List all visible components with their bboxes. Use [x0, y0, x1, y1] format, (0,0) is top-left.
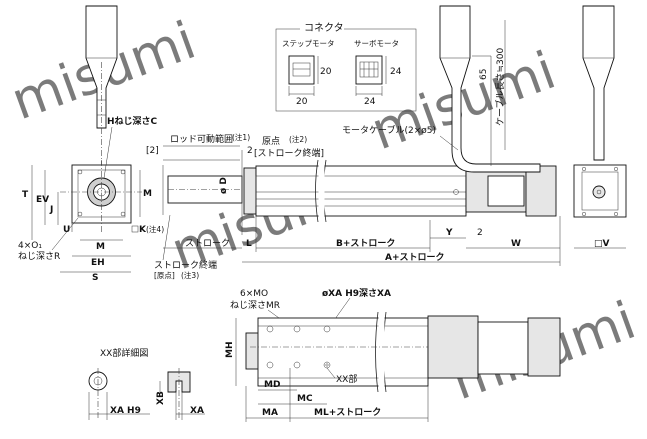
side-stroke-end: [ストローク終端] — [254, 147, 324, 159]
detail-hole-section — [167, 371, 191, 393]
front-dim-eh: EH — [91, 258, 105, 268]
side-origin: 原点 — [262, 136, 280, 147]
connector-frame — [275, 28, 417, 112]
bottom-dim-mc: MC — [297, 394, 313, 404]
bottom-dim-ml-stroke: ML+ストローク — [314, 407, 381, 418]
side-motor-cover — [525, 165, 557, 217]
side-origin-note: (注2) — [289, 134, 307, 144]
side-dim-b-stroke: B+ストローク — [336, 238, 395, 249]
rear-cable — [582, 5, 615, 161]
side-motor-cable-label: モータケーブル(2×ø5) — [342, 124, 436, 136]
front-dim-k-note: (注4) — [146, 224, 164, 234]
connector-panel: コネクタ ステップモータ サーボモータ 20 20 24 24 — [275, 22, 417, 112]
connector-stepper-label: ステップモータ — [282, 39, 335, 48]
side-origin2: [原点] — [154, 271, 175, 280]
bottom-xa: øXA H9深さXA — [322, 287, 391, 299]
side-stroke-end2: ストローク終端 — [154, 259, 217, 271]
bottom-dim-md: MD — [264, 380, 280, 390]
side-dim-w: W — [511, 239, 521, 249]
detail-xb: XB — [156, 391, 166, 405]
side-dim-stroke: ストローク — [185, 238, 230, 249]
servo-width: 24 — [364, 97, 376, 107]
side-body — [255, 165, 467, 217]
front-dim-m-right: M — [143, 189, 152, 199]
side-dim-l: L — [246, 239, 252, 249]
front-dim-j: J — [49, 205, 53, 215]
stepper-height: 20 — [320, 67, 332, 77]
detail-xa: XA — [190, 406, 204, 416]
side-view: ロッド可動範囲 (注1) [2] 2 原点 (注2) [ストローク終端] ø D — [146, 5, 561, 280]
detail-xa-h9: XA H9 — [110, 406, 141, 416]
front-dim-ev: EV — [36, 195, 49, 205]
front-thread-label: Hねじ深さC — [107, 115, 158, 127]
stepper-width: 20 — [296, 97, 308, 107]
rear-dim-v: □V — [594, 239, 610, 249]
front-holes-depth: ねじ深さR — [18, 251, 60, 262]
side-dim-65: 65 — [479, 69, 489, 80]
connector-title: コネクタ — [304, 22, 344, 34]
front-dim-s: S — [92, 273, 98, 283]
xx-detail: XX部詳細図 XA H9 XB XA — [88, 347, 205, 420]
front-view: Hねじ深さC T EV J U M K (注4) M EH S 4×O₁ ねじ深… — [18, 5, 164, 283]
bottom-mo: 6×MO — [240, 289, 268, 299]
front-holes-label: 4×O₁ — [18, 241, 42, 251]
side-dim-y: Y — [445, 228, 453, 238]
connector-servo-label: サーボモータ — [354, 39, 399, 48]
bottom-motor-body — [477, 321, 529, 375]
bottom-xx: XX部 — [336, 373, 357, 385]
side-dim-a-stroke: A+ストローク — [385, 252, 445, 263]
detail-title: XX部詳細図 — [100, 347, 148, 359]
bottom-view: 6×MO ねじ深さMR øXA H9深さXA MH XX部 MD MC — [225, 287, 561, 422]
servo-height: 24 — [390, 67, 402, 77]
bottom-end-plate — [245, 332, 259, 370]
side-end-plate — [243, 167, 257, 215]
bottom-mr: ねじ深さMR — [230, 300, 280, 311]
front-dim-t: T — [22, 190, 29, 200]
side-rod-range-note: (注1) — [232, 132, 250, 142]
front-dim-k: K — [139, 225, 147, 235]
side-cable — [439, 5, 541, 173]
side-dim2: 2 — [247, 146, 253, 156]
side-dim-2b: 2 — [477, 228, 483, 238]
bottom-motor — [427, 315, 479, 379]
side-rod-range: ロッド可動範囲 — [170, 133, 233, 145]
bottom-dim-ma: MA — [262, 408, 278, 418]
bottom-motor-cover — [527, 317, 561, 377]
side-origin2-note: (注3) — [181, 270, 199, 280]
side-dim-od: ø D — [219, 177, 229, 194]
front-dim-m-bottom: M — [96, 242, 105, 252]
side-bracket2: [2] — [146, 146, 159, 156]
bottom-dim-mh: MH — [225, 342, 235, 359]
front-dim-u: U — [63, 225, 70, 235]
rear-view: □V — [573, 5, 627, 249]
side-cable-length: ケーブル長さ≒300 — [494, 48, 506, 126]
